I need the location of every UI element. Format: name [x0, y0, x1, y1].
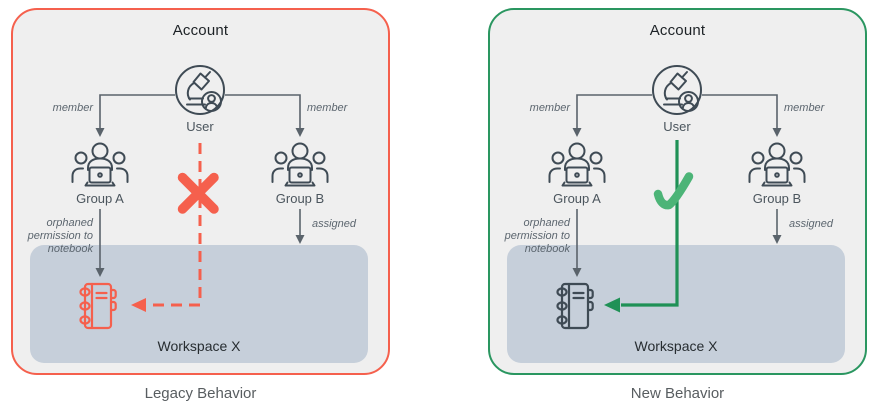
group-a-label: Group A [553, 191, 601, 206]
member-edge-left [572, 94, 652, 137]
member-edge-right [225, 94, 305, 137]
red-x-mark-icon [177, 172, 219, 214]
workspace-label: Workspace X [157, 338, 241, 354]
legacy-behavior-diagram: Account User member member Group A Group… [11, 8, 390, 409]
group-a-icon [71, 142, 129, 187]
user-icon [652, 65, 702, 115]
member-left-label: member [529, 102, 570, 114]
group-b-icon [748, 142, 806, 187]
orphaned-permission-edge [95, 209, 105, 277]
assigned-label: assigned [312, 218, 357, 230]
legacy-behavior-caption: Legacy Behavior [144, 385, 257, 402]
legacy-diagram-graphics [30, 65, 368, 363]
account-label: Account [649, 22, 706, 39]
account-label: Account [172, 22, 229, 39]
member-edge-left [95, 94, 175, 137]
new-behavior-diagram: Account User member member Group A Group… [488, 8, 867, 409]
member-right-label: member [784, 102, 825, 114]
new-behavior-caption: New Behavior [630, 385, 725, 402]
user-label: User [186, 119, 214, 134]
group-b-label: Group B [752, 191, 802, 206]
member-edge-right [702, 94, 782, 137]
green-check-mark-icon [653, 172, 694, 210]
orphaned-permission-label: orphaned permission to notebook [27, 217, 93, 255]
user-label: User [663, 119, 691, 134]
user-icon [175, 65, 225, 115]
new-diagram-graphics [507, 65, 845, 363]
member-left-label: member [52, 102, 93, 114]
orphaned-permission-label: orphaned permission to notebook [504, 217, 570, 255]
notebook-icon [556, 282, 594, 330]
group-a-label: Group A [76, 191, 124, 206]
orphaned-permission-edge [572, 209, 582, 277]
notebook-icon [79, 282, 117, 330]
workspace-label: Workspace X [634, 338, 718, 354]
assigned-edge [295, 209, 305, 244]
group-b-label: Group B [275, 191, 325, 206]
assigned-label: assigned [789, 218, 834, 230]
assigned-edge [772, 209, 782, 244]
group-b-icon [271, 142, 329, 187]
member-right-label: member [307, 102, 348, 114]
group-a-icon [548, 142, 606, 187]
